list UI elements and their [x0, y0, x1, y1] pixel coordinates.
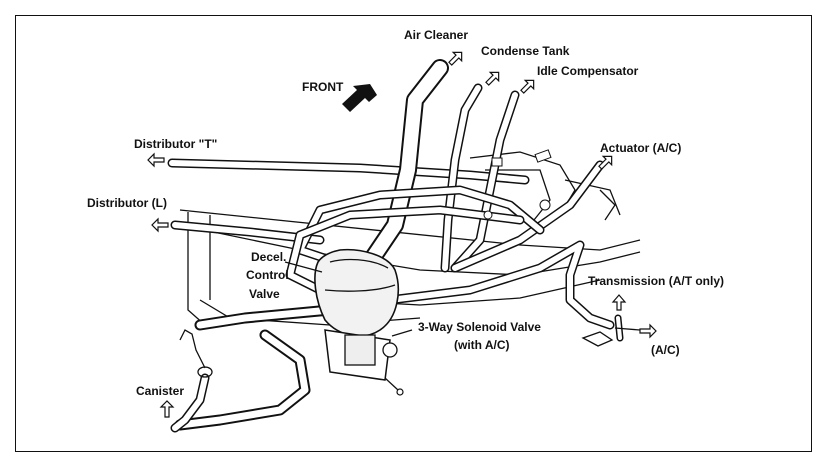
solenoid-valve: [324, 329, 404, 396]
label-canister: Canister: [136, 384, 185, 398]
label-air-cleaner: Air Cleaner: [404, 28, 469, 42]
label-distributor-l: Distributor (L): [87, 196, 167, 210]
arrow-canister: [159, 400, 175, 418]
arrow-transmission: [611, 294, 627, 311]
label-solenoid-line1: 3-Way Solenoid Valve: [418, 320, 541, 334]
leader-lines: [284, 261, 413, 337]
label-distributor-t: Distributor "T": [134, 137, 218, 151]
arrow-distributor-t: [147, 152, 165, 168]
transmission-fitting: [581, 314, 641, 347]
label-transmission: Transmission (A/T only): [588, 274, 725, 288]
label-decel-line2: Control: [246, 268, 289, 282]
label-ac: (A/C): [651, 343, 680, 357]
hoses: [167, 59, 615, 433]
arrow-ac: [639, 323, 657, 339]
diagram-frame: [15, 15, 812, 452]
arrow-distributor-l: [151, 217, 169, 233]
canister-fitting: [179, 329, 213, 378]
label-actuator: Actuator (A/C): [600, 141, 682, 155]
decel-control-valve: [314, 248, 400, 337]
arrow-condense-tank: [485, 71, 500, 86]
front-arrow: [342, 84, 377, 112]
label-front: FRONT: [302, 80, 344, 94]
engine-fittings: [483, 149, 552, 220]
label-decel-line3: Valve: [249, 287, 280, 301]
arrow-air-cleaner: [448, 51, 463, 66]
label-condense-tank: Condense Tank: [481, 44, 570, 58]
direction-arrows: [147, 51, 657, 418]
label-solenoid-line2: (with A/C): [454, 338, 510, 352]
label-decel-line1: Decel.: [251, 250, 287, 264]
arrow-idle-compensator: [520, 79, 535, 94]
arrow-actuator: [598, 155, 613, 170]
label-idle-compensator: Idle Compensator: [537, 64, 639, 78]
